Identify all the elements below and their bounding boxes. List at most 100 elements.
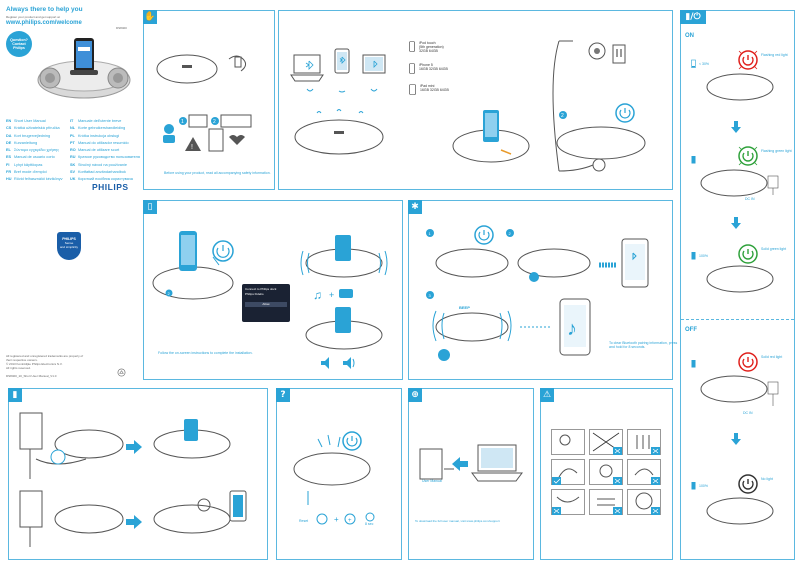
svg-text:1: 1 bbox=[429, 231, 432, 236]
speaker-outline bbox=[706, 265, 774, 293]
beep-label: BEEP bbox=[459, 305, 470, 310]
svg-text:2: 2 bbox=[168, 291, 171, 296]
legal-text: All registered and unregistered trademar… bbox=[6, 354, 83, 370]
caption-line: To clear Bluetooth pairing information, … bbox=[609, 341, 678, 345]
power-button-off bbox=[738, 474, 758, 494]
philips-wordmark: PHILIPS bbox=[92, 182, 129, 192]
safety-cell-no bbox=[627, 459, 661, 485]
svg-text:+: + bbox=[329, 290, 334, 300]
safety-cell-no bbox=[589, 459, 623, 485]
off-section-label: OFF bbox=[685, 327, 697, 333]
iphone-icon bbox=[409, 63, 415, 74]
panel-setup: ✋ 1 ! 2 Before using your product, read … bbox=[143, 10, 275, 190]
setup-caption: Before using your product, read all acco… bbox=[164, 171, 271, 175]
cover-url[interactable]: www.philips.com/welcome bbox=[6, 20, 82, 26]
power-indicator-strip: ▮/⏻ ON < 30% Flashing red light Flashing… bbox=[680, 10, 795, 560]
model-number: DS8400 bbox=[116, 26, 127, 30]
panel-web: ⊕ User Manual To download the full user … bbox=[408, 388, 534, 560]
safety-cell-ok bbox=[551, 429, 585, 455]
svg-text:2: 2 bbox=[509, 231, 512, 236]
strip-divider bbox=[681, 319, 794, 320]
power-button-red-flashing bbox=[738, 50, 758, 70]
setup-illustration: 1 ! 2 bbox=[156, 54, 252, 152]
badge-line-1: Question? bbox=[10, 38, 28, 42]
reset-label: Reset bbox=[299, 519, 309, 523]
charging-illustration bbox=[19, 412, 247, 547]
compat-item: iPhone 5 16GB 32GB 64GB bbox=[409, 63, 449, 74]
cover-heading: Always there to help you bbox=[6, 6, 83, 13]
screen-line: Connect to Philips dock bbox=[245, 287, 277, 291]
compat-name: iPad mini bbox=[420, 84, 435, 88]
compat-extra: 32GB 64GB bbox=[419, 49, 438, 53]
safety-cell-no bbox=[589, 429, 623, 455]
dc-in-label: DC IN bbox=[743, 411, 753, 415]
adapter-icon bbox=[767, 175, 779, 195]
legal-line: © 2013 Koninklijke Philips Electronics N… bbox=[6, 362, 63, 366]
power-button-green-flashing bbox=[738, 146, 758, 166]
light-status-label: Solid red light bbox=[761, 355, 783, 359]
svg-text:1: 1 bbox=[181, 119, 184, 125]
screen-allow-button[interactable]: Allow bbox=[245, 302, 287, 307]
state-row: Solid red light DC IN bbox=[685, 339, 793, 419]
safety-cell-no bbox=[551, 489, 585, 515]
safety-cell-ok bbox=[551, 459, 585, 485]
battery-level-label: 100% bbox=[699, 254, 708, 258]
svg-text:2: 2 bbox=[561, 113, 564, 119]
safety-tab-icon: ⚠ bbox=[540, 388, 554, 402]
dock-phone-screen[interactable]: Connect to Philips dock Philips Fidelio … bbox=[242, 284, 290, 322]
svg-text:3: 3 bbox=[429, 293, 432, 298]
help-tab-icon: ? bbox=[276, 388, 290, 402]
state-row: 100% Solid green light bbox=[685, 233, 793, 298]
cover-register-text: Register your product and get support at bbox=[6, 15, 60, 19]
manual-footer-code: DS8400_10_Short User Manual_V1.0 bbox=[6, 374, 57, 378]
svg-text:+: + bbox=[334, 515, 339, 524]
light-status-label: Solid green light bbox=[761, 247, 787, 251]
battery-level-label: < 30% bbox=[699, 62, 710, 66]
light-status-label: Flashing red light bbox=[761, 53, 788, 57]
power-button-red-solid bbox=[738, 352, 758, 372]
power-button-green-solid bbox=[738, 244, 758, 264]
shield-line-2: Sense bbox=[64, 241, 74, 245]
compat-detail: (5th generation) bbox=[419, 45, 444, 49]
speaker-outline bbox=[700, 375, 768, 403]
web-caption: To download the full user manual, visit … bbox=[415, 519, 500, 523]
panel-bluetooth: ✱ 1 2 3 ♪ BEEP To clear Bluetooth pairin… bbox=[408, 200, 677, 380]
battery-charging-icon bbox=[691, 156, 696, 164]
cable-connection-illustration: 2 bbox=[552, 40, 646, 172]
bluetooth-tab-icon: ✱ bbox=[408, 200, 422, 214]
dc-in-label: DC IN bbox=[745, 197, 755, 201]
philips-shield-logo: PHILIPS Sense and simplicity bbox=[57, 232, 81, 260]
shield-line-1: PHILIPS bbox=[62, 237, 76, 241]
arrow-down-icon bbox=[731, 121, 741, 133]
compat-name: iPhone 5 bbox=[419, 63, 433, 67]
safety-cell-no bbox=[627, 489, 661, 515]
safety-cell-no bbox=[589, 489, 623, 515]
help-reset-illustration: + + bbox=[293, 431, 375, 525]
safety-grid bbox=[551, 429, 666, 515]
compat-item: iPad mini 16GB 32GB 64GB bbox=[409, 84, 449, 95]
arrow-down-icon bbox=[731, 433, 741, 445]
panel-charging: ▮ bbox=[8, 388, 268, 560]
compat-item: iPod touch (5th generation) 32GB 64GB bbox=[409, 41, 449, 53]
battery-level-label: 100% bbox=[699, 484, 708, 488]
speaker-outline bbox=[706, 73, 774, 101]
panel-dock: ▯ 2 Connect to Philips dock Philips Fide… bbox=[143, 200, 403, 380]
ipad-mini-icon bbox=[409, 84, 416, 95]
dock-playback-illustration: ♫ + bbox=[300, 235, 388, 369]
